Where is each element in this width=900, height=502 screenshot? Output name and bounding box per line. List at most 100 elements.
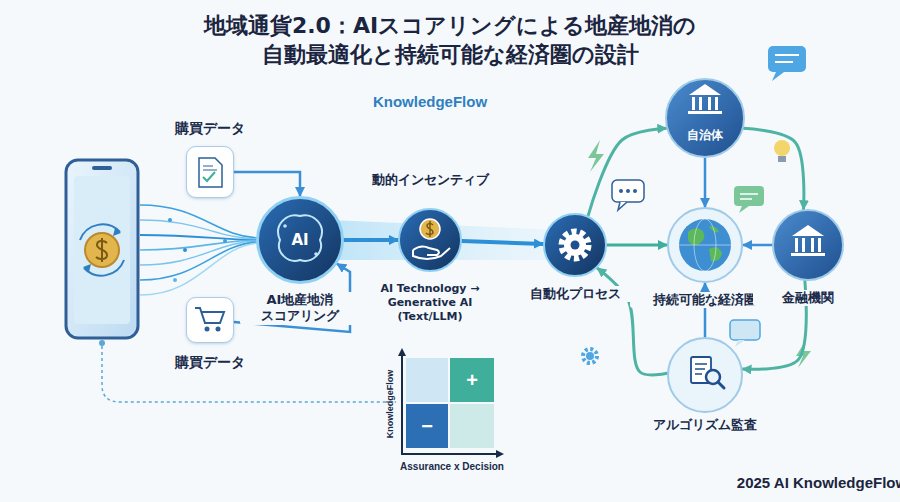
lightbulb-icon	[774, 140, 790, 156]
hand-icon	[413, 246, 450, 259]
globe-equator	[679, 245, 731, 246]
chart-axis	[402, 352, 500, 454]
audit-document	[691, 357, 711, 383]
gear-decoration	[583, 349, 597, 363]
quadrant-sign: +	[466, 369, 478, 392]
speech-bubble-tail	[735, 340, 745, 347]
speech-bubble-tail	[739, 206, 749, 213]
data-dot	[173, 278, 177, 282]
axis-label: Assurance x Decision	[400, 461, 504, 472]
flow-arrow	[704, 158, 707, 207]
gear-icon	[564, 234, 586, 256]
coin	[420, 219, 440, 239]
data-stream	[140, 220, 258, 239]
currency-symbol	[96, 238, 107, 262]
bank-column	[811, 238, 814, 252]
circle-outline	[258, 198, 343, 283]
data-dot	[183, 248, 187, 252]
document-line	[695, 364, 707, 374]
globe-icon	[679, 219, 731, 271]
stakeholder-circle: 金融機関	[772, 209, 844, 281]
process-circle: 自動化プロセス	[543, 213, 607, 277]
data-dot	[168, 218, 172, 222]
speech-bubble	[730, 320, 760, 340]
cart-wheel	[205, 327, 210, 332]
circle-shape	[543, 213, 607, 277]
building-icon	[689, 84, 721, 95]
data-stream	[140, 235, 258, 240]
circle-shape	[398, 208, 462, 272]
quadrant	[406, 358, 448, 402]
building-base	[688, 111, 722, 114]
phone-screen	[74, 176, 130, 324]
circuit-dot	[283, 224, 287, 228]
flow-arrow	[744, 128, 804, 209]
speech-bubble-tail	[618, 202, 627, 210]
globe-land	[709, 247, 722, 261]
cart-icon	[195, 308, 224, 323]
lightning-icon	[588, 140, 604, 172]
flow-arrow	[462, 241, 543, 244]
circle-outline	[668, 338, 742, 412]
circle-outline	[666, 79, 744, 157]
document-icon	[199, 158, 222, 187]
node-label: AI	[280, 231, 320, 250]
gear-decoration	[586, 352, 594, 360]
ai-scoring-circle: AIAI地産地消 スコアリング	[256, 196, 344, 284]
quadrant	[450, 404, 494, 448]
copyright-note: 2025 AI KnowledgeFlow	[737, 474, 900, 491]
building-column	[715, 97, 718, 110]
node-label: 自治体	[670, 128, 740, 143]
speech-bubble	[612, 180, 644, 202]
circle-outline	[399, 209, 461, 271]
bank-base	[791, 253, 825, 256]
axis-head	[496, 450, 504, 458]
economy-circle: 持続可能な経済圏	[667, 207, 743, 283]
incentive-circle: 動的インセンティブAI Technology → Generative AI (…	[398, 208, 462, 272]
check-mark	[203, 172, 215, 181]
building-column	[692, 97, 695, 110]
node-label: アルゴリズム監査	[630, 417, 780, 433]
axis-label: KnowledgeFlow	[385, 370, 395, 439]
bank-icon	[792, 225, 824, 236]
data-icon-box: 購買データ	[186, 297, 234, 343]
circle-outline	[773, 210, 843, 280]
globe-meridian	[694, 219, 716, 271]
cycle-arrow-head	[113, 228, 121, 236]
node-heading: 動的インセンティブ	[345, 172, 515, 188]
stakeholder-circle: 自治体	[665, 78, 745, 158]
node-label: 購買データ	[155, 354, 265, 372]
cart-wheel	[216, 327, 221, 332]
flow-arrow	[597, 268, 667, 375]
bank-column	[795, 238, 798, 252]
node-label: 金融機関	[753, 290, 863, 306]
brain-icon	[278, 215, 322, 261]
title-area: 地域通貨2.0：AIスコアリングによる地産地消の 自動最適化と持続可能な経済圏の…	[0, 12, 900, 69]
building-column	[699, 97, 702, 110]
quadrant	[406, 404, 448, 448]
data-icon-box: 購買データ	[186, 146, 234, 198]
flow-arrow	[234, 172, 300, 196]
gear-hole	[571, 241, 580, 250]
speech-bubble	[734, 186, 764, 206]
speech-bubble	[768, 46, 806, 72]
flow-arrow	[588, 128, 666, 216]
circle-outline	[544, 214, 606, 276]
circle-outline	[668, 208, 742, 282]
quadrant-sign: −	[421, 415, 433, 438]
bubble-line	[740, 194, 758, 199]
document-line	[203, 166, 217, 170]
speech-bubble-tail	[772, 72, 784, 81]
flow-arrow	[607, 244, 667, 247]
bubble-line	[775, 55, 799, 62]
circuit-dot	[314, 252, 318, 256]
data-stream	[140, 205, 258, 238]
link-dot	[99, 340, 105, 346]
circle-shape	[667, 337, 743, 413]
data-stream	[140, 243, 258, 295]
axis-head	[398, 348, 406, 356]
data-dot	[223, 239, 227, 243]
